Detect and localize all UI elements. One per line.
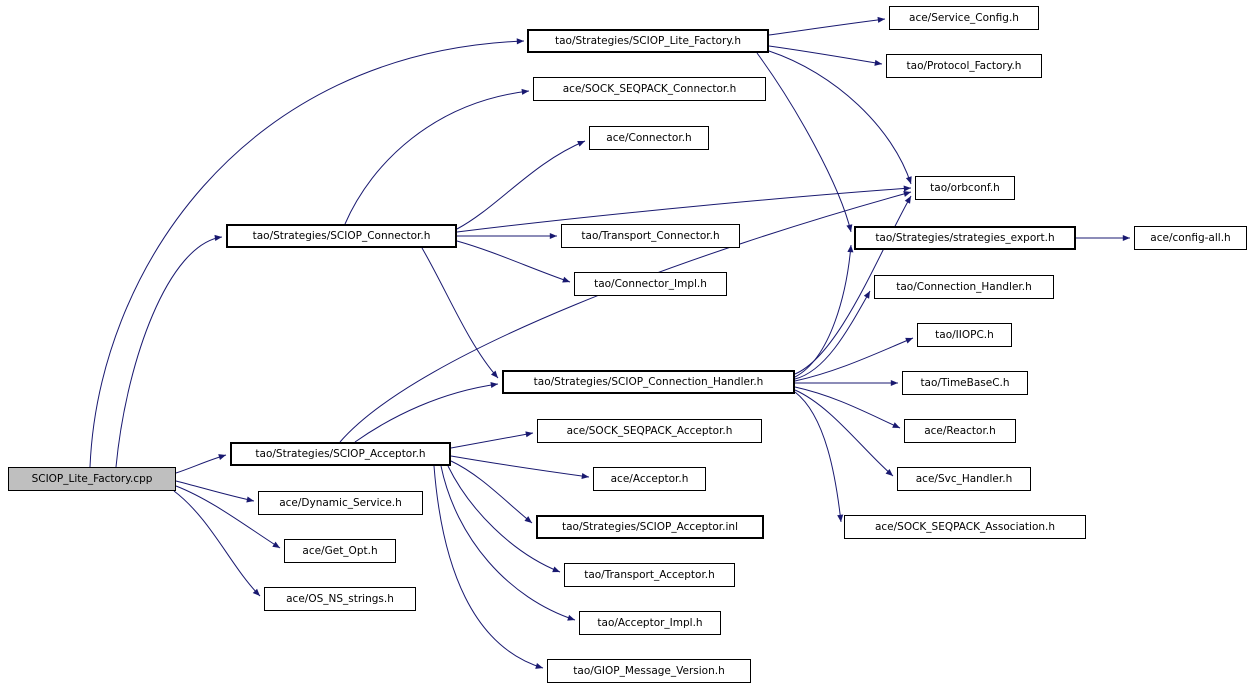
graph-node-sciop-connection-handler-h[interactable]: tao/Strategies/SCIOP_Connection_Handler.… [502,370,795,394]
edge-sciop-lite-factory-h-to-orbconf-h [768,50,912,185]
graph-node-acceptor-impl-h[interactable]: tao/Acceptor_Impl.h [579,611,721,635]
edge-sciop-acceptor-h-to-transport-acceptor-h [447,465,561,573]
graph-node-sciop-acceptor-inl[interactable]: tao/Strategies/SCIOP_Acceptor.inl [536,515,764,539]
graph-node-sock-seqpack-acceptor-h[interactable]: ace/SOCK_SEQPACK_Acceptor.h [537,419,762,443]
edge-sciop-connector-h-to-orbconf-h [456,185,912,233]
edge-sciop-acceptor-h-to-acceptor-impl-h [440,465,576,621]
edge-sciop-connector-h-to-sock-seqpack-connector-h [344,88,530,225]
edge-sciop-acceptor-h-to-sciop-connection-handler-h [354,381,499,443]
graph-node-sock-seqpack-association-h[interactable]: ace/SOCK_SEQPACK_Association.h [844,515,1086,539]
graph-node-transport-acceptor-h[interactable]: tao/Transport_Acceptor.h [564,563,735,587]
graph-node-service-config-h[interactable]: ace/Service_Config.h [889,6,1039,30]
graph-node-connection-handler-h[interactable]: tao/Connection_Handler.h [874,275,1054,299]
edge-sciop-connection-handler-h-to-sock-seqpack-association-h [794,391,844,523]
edge-sciop-connection-handler-h-to-orbconf-h [794,195,912,375]
edge-sciop-lite-factory-h-to-protocol-factory-h [768,45,883,66]
edge-sciop-lite-factory-cpp-to-sciop-connector-h [115,234,223,468]
edge-sciop-connector-h-to-sciop-connection-handler-h [421,247,499,379]
graph-node-ace-connector-h[interactable]: ace/Connector.h [589,126,709,150]
graph-node-sciop-lite-factory-h[interactable]: tao/Strategies/SCIOP_Lite_Factory.h [527,29,769,53]
graph-node-strategies-export-h[interactable]: tao/Strategies/strategies_export.h [854,226,1076,250]
edge-sciop-connector-h-to-connector-impl-h [456,240,571,283]
graph-node-connector-impl-h[interactable]: tao/Connector_Impl.h [574,272,727,296]
edge-sciop-connection-handler-h-to-connection-handler-h [794,290,871,380]
edge-sciop-acceptor-h-to-sock-seqpack-acceptor-h [450,431,534,449]
graph-node-orbconf-h[interactable]: tao/orbconf.h [915,176,1015,200]
edge-sciop-acceptor-h-to-orbconf-h [339,190,912,443]
graph-node-sciop-acceptor-h[interactable]: tao/Strategies/SCIOP_Acceptor.h [230,442,451,466]
edge-sciop-acceptor-h-to-giop-message-version-h [433,465,544,669]
edge-sciop-lite-factory-cpp-to-get-opt-h [175,485,281,549]
edge-sciop-lite-factory-cpp-to-sciop-acceptor-h [175,454,227,474]
edge-sciop-connection-handler-h-to-ace-reactor-h [794,386,901,429]
edge-sciop-connector-h-to-ace-connector-h [456,140,586,230]
edge-sciop-lite-factory-cpp-to-sciop-lite-factory-h [89,38,525,468]
graph-node-os-ns-strings-h[interactable]: ace/OS_NS_strings.h [264,587,416,611]
graph-node-protocol-factory-h[interactable]: tao/Protocol_Factory.h [886,54,1042,78]
edge-sciop-lite-factory-cpp-to-os-ns-strings-h [173,490,261,597]
edge-sciop-lite-factory-h-to-service-config-h [768,16,886,36]
graph-node-ace-acceptor-h[interactable]: ace/Acceptor.h [593,467,706,491]
edge-sciop-connection-handler-h-to-iiopc-h [794,337,914,382]
edge-sciop-acceptor-h-to-ace-acceptor-h [450,455,590,480]
graph-node-get-opt-h[interactable]: ace/Get_Opt.h [284,539,396,563]
graph-node-sciop-lite-factory-cpp: SCIOP_Lite_Factory.cpp [8,467,176,491]
graph-node-sock-seqpack-connector-h[interactable]: ace/SOCK_SEQPACK_Connector.h [533,77,766,101]
graph-node-iiopc-h[interactable]: tao/IIOPC.h [917,323,1012,347]
graph-node-dynamic-service-h[interactable]: ace/Dynamic_Service.h [258,491,423,515]
graph-node-sciop-connector-h[interactable]: tao/Strategies/SCIOP_Connector.h [226,224,457,248]
graph-node-ace-reactor-h[interactable]: ace/Reactor.h [904,419,1016,443]
edge-sciop-acceptor-h-to-sciop-acceptor-inl [450,460,533,524]
graph-node-timebasec-h[interactable]: tao/TimeBaseC.h [902,371,1028,395]
graph-node-svc-handler-h[interactable]: ace/Svc_Handler.h [897,467,1031,491]
edge-sciop-connection-handler-h-to-svc-handler-h [794,389,894,477]
edge-sciop-lite-factory-h-to-strategies-export-h [756,52,853,233]
edge-sciop-connection-handler-h-to-strategies-export-h [794,244,854,378]
graph-node-giop-message-version-h[interactable]: tao/GIOP_Message_Version.h [547,659,751,683]
edge-sciop-lite-factory-cpp-to-dynamic-service-h [175,480,255,503]
graph-node-config-all-h[interactable]: ace/config-all.h [1134,226,1247,250]
graph-node-transport-connector-h[interactable]: tao/Transport_Connector.h [561,224,740,248]
